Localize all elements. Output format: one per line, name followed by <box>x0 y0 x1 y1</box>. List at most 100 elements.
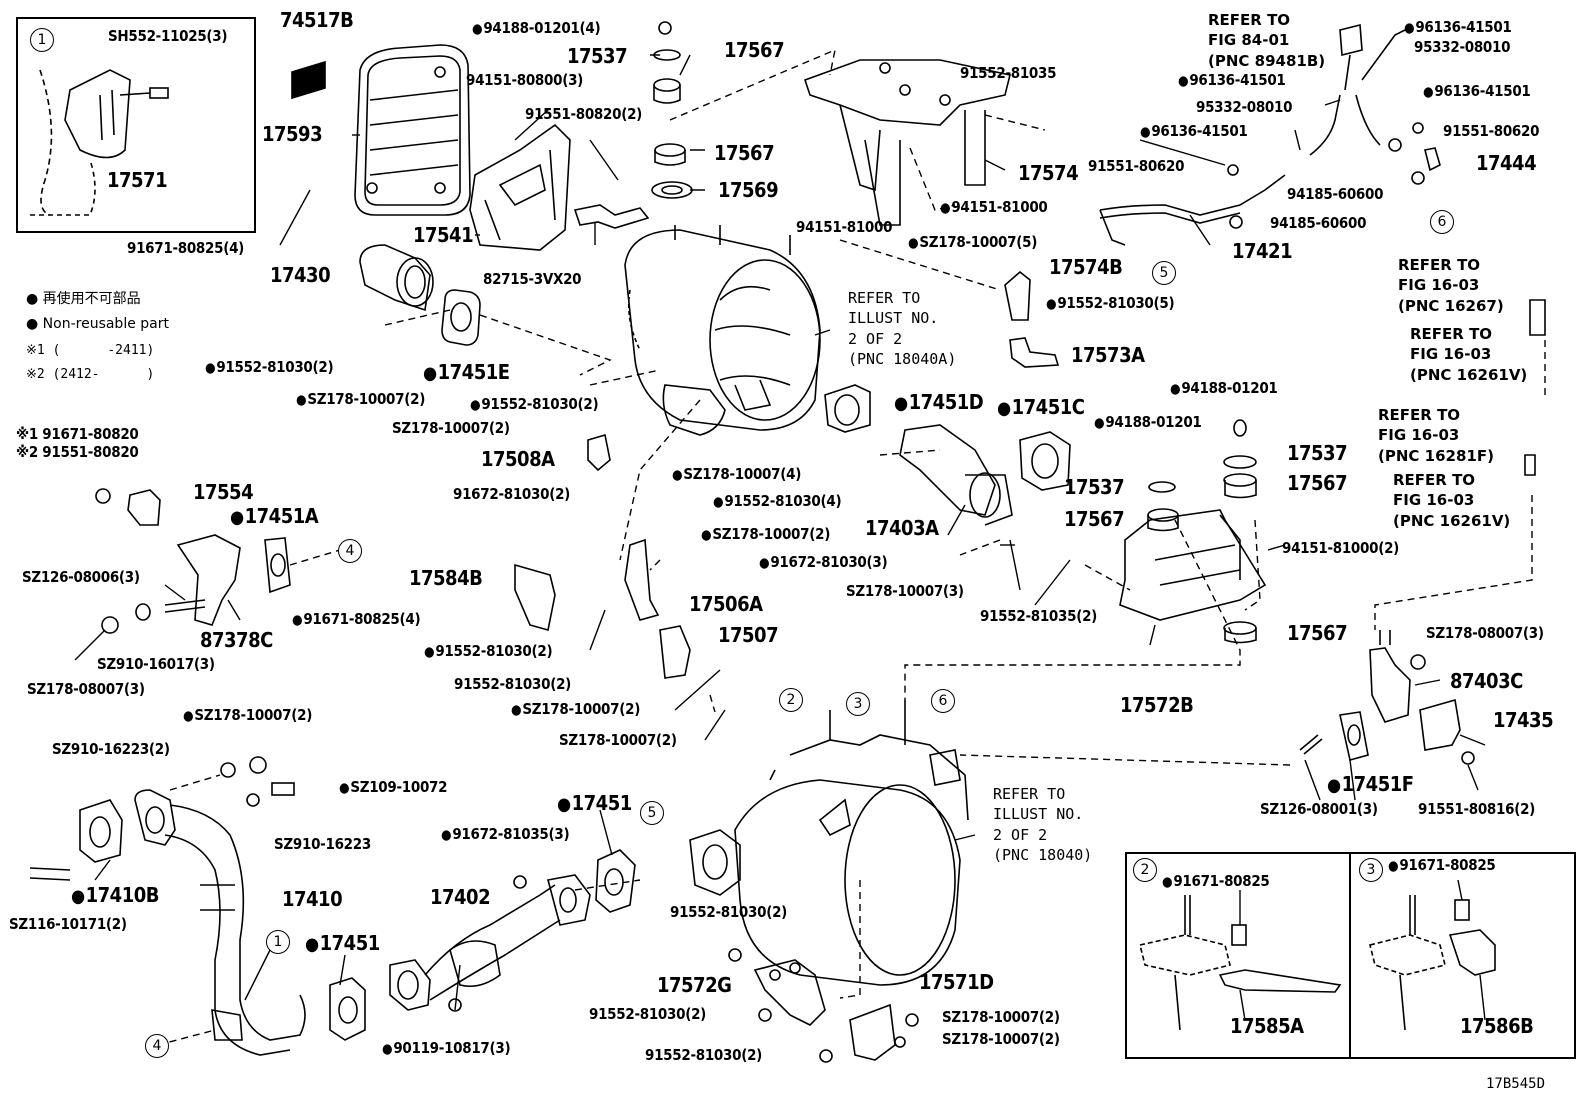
part-label-sz910-16017-3[interactable]: SZ910-16017(3) <box>97 655 215 673</box>
part-label-sz178-08007-3[interactable]: SZ178-08007(3) <box>27 680 145 698</box>
callout-6-a[interactable]: 6 <box>1430 210 1454 234</box>
callout-6-b[interactable]: 6 <box>931 689 955 713</box>
callout-3-inset[interactable]: 3 <box>1359 858 1383 882</box>
part-label-sz109-10072[interactable]: SZ109-10072 <box>339 780 447 796</box>
part-label-90119-10817-3[interactable]: 90119-10817(3) <box>382 1041 510 1057</box>
part-label-17567-d[interactable]: 17567 <box>1064 507 1125 531</box>
refer-to-illust-18040a[interactable]: REFER TO ILLUST NO. 2 OF 2 (PNC 18040A) <box>848 289 957 368</box>
part-label-17403a[interactable]: 17403A <box>865 516 939 540</box>
part-label-91672-81030-2[interactable]: 91672-81030(2) <box>453 485 571 503</box>
part-label-95332-08010-b[interactable]: 95332-08010 <box>1196 98 1293 116</box>
part-label-inset2-91671-80825[interactable]: 91671-80825 <box>1162 874 1270 890</box>
part-label-17506a[interactable]: 17506A <box>689 592 763 616</box>
part-label-17507[interactable]: 17507 <box>718 623 779 647</box>
refer-to-fig-16-03-16281f[interactable]: REFER TO FIG 16-03 (PNC 16281F) <box>1378 406 1494 465</box>
part-label-sz178-10007-2-g[interactable]: SZ178-10007(2) <box>942 1008 1060 1026</box>
part-label-17571d[interactable]: 17571D <box>919 970 994 994</box>
part-label-87403c[interactable]: 87403C <box>1450 669 1523 693</box>
part-label-91552-81035-2[interactable]: 91552-81035(2) <box>980 607 1098 625</box>
callout-4-b[interactable]: 4 <box>145 1034 169 1058</box>
part-label-91552-81030-4[interactable]: 91552-81030(4) <box>713 494 841 510</box>
part-label-sz178-10007-2-a[interactable]: SZ178-10007(2) <box>296 392 425 408</box>
part-label-17410b[interactable]: 17410B <box>71 885 160 906</box>
callout-2-cat[interactable]: 2 <box>779 688 803 712</box>
part-label-96136-41501-a[interactable]: 96136-41501 <box>1404 20 1512 36</box>
part-label-17586b[interactable]: 17586B <box>1460 1014 1534 1038</box>
part-label-17451-mid[interactable]: 17451 <box>557 793 633 814</box>
part-label-91552-81030-2-c[interactable]: 91552-81030(2) <box>424 644 552 660</box>
part-label-sz178-10007-2-c[interactable]: SZ178-10007(2) <box>701 527 830 543</box>
part-label-17421[interactable]: 17421 <box>1232 239 1293 263</box>
refer-to-illust-18040[interactable]: REFER TO ILLUST NO. 2 OF 2 (PNC 18040) <box>993 785 1093 864</box>
part-label-91552-81030-2-f[interactable]: 91552-81030(2) <box>589 1005 707 1023</box>
part-label-96136-41501-b[interactable]: 96136-41501 <box>1178 73 1286 89</box>
part-label-sz910-16223[interactable]: SZ910-16223 <box>274 835 371 853</box>
part-label-91552-81030-2-a[interactable]: 91552-81030(2) <box>205 360 333 376</box>
refer-to-fig-16-03-16267[interactable]: REFER TO FIG 16-03 (PNC 16267) <box>1398 256 1504 315</box>
part-label-17569[interactable]: 17569 <box>718 178 779 202</box>
callout-1-pipe[interactable]: 1 <box>266 930 290 954</box>
part-label-17537-top[interactable]: 17537 <box>567 44 628 68</box>
part-label-17430[interactable]: 17430 <box>270 263 331 287</box>
part-label-94151-81000-2[interactable]: 94151-81000(2) <box>1282 539 1400 557</box>
part-label-sz126-08001-3[interactable]: SZ126-08001(3) <box>1260 800 1378 818</box>
part-label-sz178-10007-2-b[interactable]: SZ178-10007(2) <box>392 419 510 437</box>
part-label-17567-e[interactable]: 17567 <box>1287 621 1348 645</box>
part-label-17451e[interactable]: 17451E <box>423 362 510 383</box>
part-label-91552-81035[interactable]: 91552-81035 <box>960 64 1057 82</box>
refer-to-fig-16-03-16261v-b[interactable]: REFER TO FIG 16-03 (PNC 16261V) <box>1393 471 1511 530</box>
part-label-17435[interactable]: 17435 <box>1493 708 1554 732</box>
refer-to-fig-16-03-16261v-a[interactable]: REFER TO FIG 16-03 (PNC 16261V) <box>1410 325 1528 384</box>
part-label-17554[interactable]: 17554 <box>193 480 254 504</box>
part-label-17541[interactable]: 17541 <box>413 223 474 247</box>
part-label-91671-80825-4-b[interactable]: 91671-80825(4) <box>292 612 420 628</box>
part-label-96136-41501-c[interactable]: 96136-41501 <box>1423 84 1531 100</box>
part-label-94151-81000-a[interactable]: 94151-81000 <box>796 218 893 236</box>
refer-to-fig-84-01[interactable]: REFER TO FIG 84-01 (PNC 89481B) <box>1208 11 1326 70</box>
part-label-94151-81000-b[interactable]: 94151-81000 <box>940 200 1048 216</box>
callout-3-cat[interactable]: 3 <box>846 692 870 716</box>
part-label-94185-60600-a[interactable]: 94185-60600 <box>1287 185 1384 203</box>
part-label-17574[interactable]: 17574 <box>1018 161 1079 185</box>
part-label-94188-01201-a[interactable]: 94188-01201 <box>1170 381 1278 397</box>
part-label-17585a[interactable]: 17585A <box>1230 1014 1304 1038</box>
part-label-91552-81030-2-b[interactable]: 91552-81030(2) <box>470 397 598 413</box>
callout-1-inset[interactable]: 1 <box>30 28 54 52</box>
part-label-17451d[interactable]: 17451D <box>894 392 984 413</box>
callout-5-a[interactable]: 5 <box>1152 261 1176 285</box>
part-label-91551-80816-2[interactable]: 91551-80816(2) <box>1418 800 1536 818</box>
part-label-sz178-10007-2-h[interactable]: SZ178-10007(2) <box>942 1030 1060 1048</box>
part-label-sh552-11025-3[interactable]: SH552-11025(3) <box>108 27 228 45</box>
part-label-91552-81030-5[interactable]: 91552-81030(5) <box>1046 296 1174 312</box>
part-label-17573a[interactable]: 17573A <box>1071 343 1145 367</box>
part-label-sz116-10171-2[interactable]: SZ116-10171(2) <box>9 915 127 933</box>
part-label-94188-01201-b[interactable]: 94188-01201 <box>1094 415 1202 431</box>
part-label-17537-c[interactable]: 17537 <box>1064 475 1125 499</box>
part-label-sz910-16223-2[interactable]: SZ910-16223(2) <box>52 740 170 758</box>
callout-4-a[interactable]: 4 <box>338 539 362 563</box>
part-label-17571[interactable]: 17571 <box>107 168 168 192</box>
part-label-17574b[interactable]: 17574B <box>1049 255 1123 279</box>
part-label-sz178-10007-3[interactable]: SZ178-10007(3) <box>846 582 964 600</box>
part-label-95332-08010-a[interactable]: 95332-08010 <box>1414 38 1511 56</box>
part-label-sz178-10007-4[interactable]: SZ178-10007(4) <box>672 467 801 483</box>
part-label-91551-80620-b[interactable]: 91551-80620 <box>1088 157 1185 175</box>
part-label-17402[interactable]: 17402 <box>430 885 491 909</box>
part-label-sz126-08006-3[interactable]: SZ126-08006(3) <box>22 568 140 586</box>
part-label-91671-80825-4[interactable]: 91671-80825(4) <box>127 239 245 257</box>
part-label-17508a[interactable]: 17508A <box>481 447 555 471</box>
part-label-17537-b[interactable]: 17537 <box>1287 441 1348 465</box>
part-label-sz178-10007-2-f[interactable]: SZ178-10007(2) <box>183 708 312 724</box>
part-label-91672-81030-3[interactable]: 91672-81030(3) <box>759 555 887 571</box>
part-label-91551-80820-2[interactable]: 91551-80820(2) <box>525 105 643 123</box>
part-label-17444[interactable]: 17444 <box>1476 151 1537 175</box>
part-label-82715-3vx20[interactable]: 82715-3VX20 <box>483 270 582 288</box>
part-label-inset3-91671-80825[interactable]: 91671-80825 <box>1388 858 1496 874</box>
part-label-17593[interactable]: 17593 <box>262 122 323 146</box>
variant-note-2[interactable]: ※2 91551-80820 <box>16 443 139 461</box>
part-label-17451-lower[interactable]: 17451 <box>305 933 381 954</box>
part-label-17572b[interactable]: 17572B <box>1120 693 1194 717</box>
part-label-17451f[interactable]: 17451F <box>1327 774 1414 795</box>
part-label-17572g[interactable]: 17572G <box>657 973 732 997</box>
part-label-sz178-10007-5[interactable]: SZ178-10007(5) <box>908 235 1037 251</box>
